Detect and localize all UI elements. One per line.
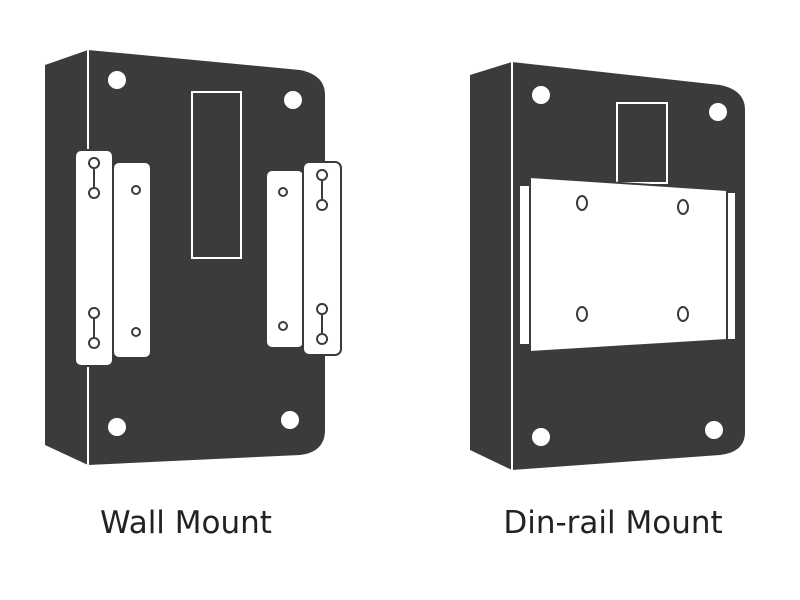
- mounting-hole: [532, 428, 550, 446]
- right-wall-bracket: [265, 161, 342, 356]
- device-body: [45, 50, 325, 465]
- mounting-hole: [108, 71, 126, 89]
- wall-mount-label: Wall Mount: [100, 505, 272, 541]
- wall-mount-device: [45, 50, 342, 465]
- din-rail-plate: [518, 175, 737, 354]
- mounting-hole: [281, 411, 299, 429]
- label-window: [616, 102, 668, 184]
- din-rail-mount-device: [470, 62, 745, 470]
- label-window: [191, 91, 242, 259]
- mounting-hole: [284, 91, 302, 109]
- din-rail-mount-label: Din-rail Mount: [503, 505, 723, 541]
- mounting-hole: [108, 418, 126, 436]
- left-wall-bracket: [74, 149, 152, 367]
- mounting-hole: [532, 86, 550, 104]
- mounting-hole: [705, 421, 723, 439]
- mounting-hole: [709, 103, 727, 121]
